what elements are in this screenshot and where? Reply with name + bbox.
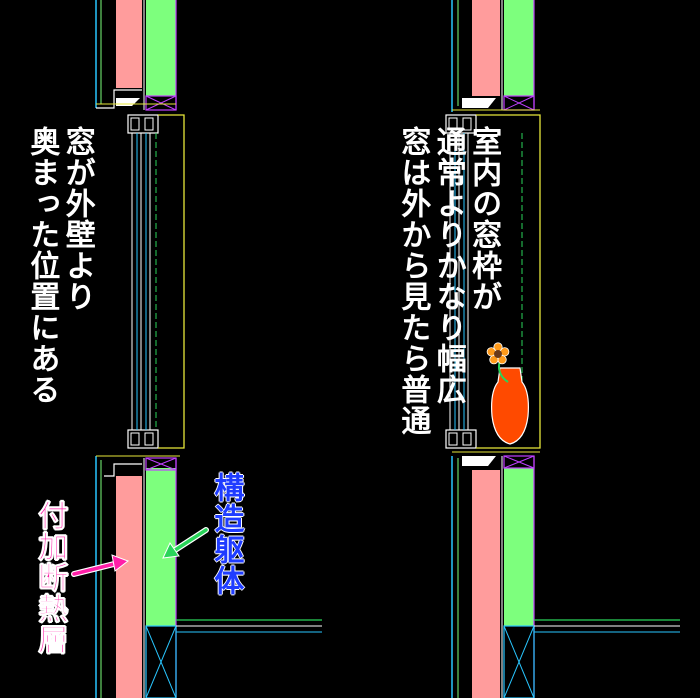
right-caption-line-1: 室内の窓枠が	[466, 126, 502, 312]
flower-vase-icon	[486, 342, 529, 445]
structure-arrow	[162, 527, 209, 559]
interior-window-frame-right	[476, 114, 541, 449]
structure-layer-lower-right	[504, 468, 534, 626]
structure-layer-upper-right	[504, 0, 534, 96]
left-caption-line-2: 奥まった位置にある	[24, 126, 60, 405]
interior-window-frame-left	[158, 114, 185, 449]
right-caption: 室内の窓枠が 通常よりかなり幅広 窓は外から見たら普通	[395, 126, 501, 436]
insulation-layer-upper-left	[116, 0, 142, 88]
insulation-layer-lower-left	[116, 476, 142, 698]
right-caption-line-3: 窓は外から見たら普通	[395, 126, 431, 436]
insulation-layer-lower-right	[472, 470, 500, 698]
right-wall-section	[445, 0, 680, 698]
insulation-label: 付加断熱層	[32, 500, 68, 656]
structure-layer-upper-left	[146, 0, 176, 96]
insulation-layer-upper-right	[472, 0, 500, 96]
structure-label: 構造躯体	[208, 472, 244, 596]
insulation-arrow	[71, 554, 130, 577]
left-caption-line-1: 窓が外壁より	[59, 126, 95, 312]
right-caption-line-2: 通常よりかなり幅広	[430, 126, 466, 405]
left-wall-section	[95, 0, 322, 698]
left-caption: 窓が外壁より 奥まった位置にある	[24, 126, 95, 405]
